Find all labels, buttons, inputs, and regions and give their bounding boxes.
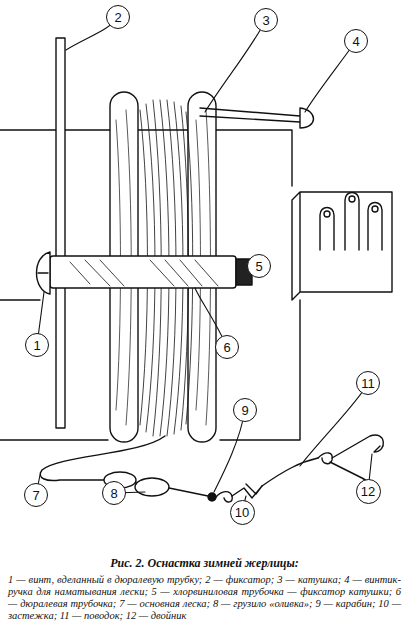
callout-number: 10 [235,506,249,519]
callout-circle: 4 [344,29,368,53]
callout-number: 5 [255,260,262,273]
handle-screw [200,108,300,122]
callout-circle: 6 [215,335,239,359]
handle-head [300,108,314,128]
box-outline [292,192,392,300]
leader-wire [262,458,318,486]
callout-number: 8 [110,487,117,500]
main-line [40,436,165,481]
screw-head [37,252,51,294]
line-segment [136,482,208,496]
callout-circle: 5 [247,254,271,278]
mini-ring [349,196,355,202]
clasp [232,484,262,498]
callout-circle: 12 [356,479,381,504]
callout-circle: 10 [230,500,255,525]
callout-number: 12 [361,485,375,498]
tube-hatching [70,260,218,286]
mini-spools [320,193,382,251]
callout-number: 11 [361,377,375,390]
callout-circle: 8 [102,481,126,505]
callout-circle: 3 [254,8,278,32]
screw-slot [38,272,48,273]
parts-list: 1 — винт, вделанный в дюралевую трубку; … [8,574,401,622]
callout-circle: 2 [106,5,130,29]
figure-caption: Рис. 2. Оснастка зимней жерлицы: [8,556,401,571]
callout-circle: 7 [24,483,48,507]
fixator-strip [56,38,65,428]
sinker [135,478,169,496]
callout-circle: 11 [356,371,380,395]
board-line [0,299,40,300]
mini-ring [372,206,378,212]
hook [332,435,383,458]
swivel-bead [208,493,216,501]
callout-number: 6 [223,341,230,354]
swivel [216,492,232,502]
axle-tube [50,256,236,288]
mini-ring [324,211,330,217]
callout-number: 7 [32,489,39,502]
callout-number: 1 [33,339,40,352]
callout-circle: 1 [25,333,49,357]
leader-lines [36,17,372,512]
callout-number: 3 [262,14,269,27]
callout-circle: 9 [233,398,257,422]
callout-number: 9 [241,404,248,417]
callout-number: 2 [114,11,121,24]
callout-number: 4 [352,35,359,48]
